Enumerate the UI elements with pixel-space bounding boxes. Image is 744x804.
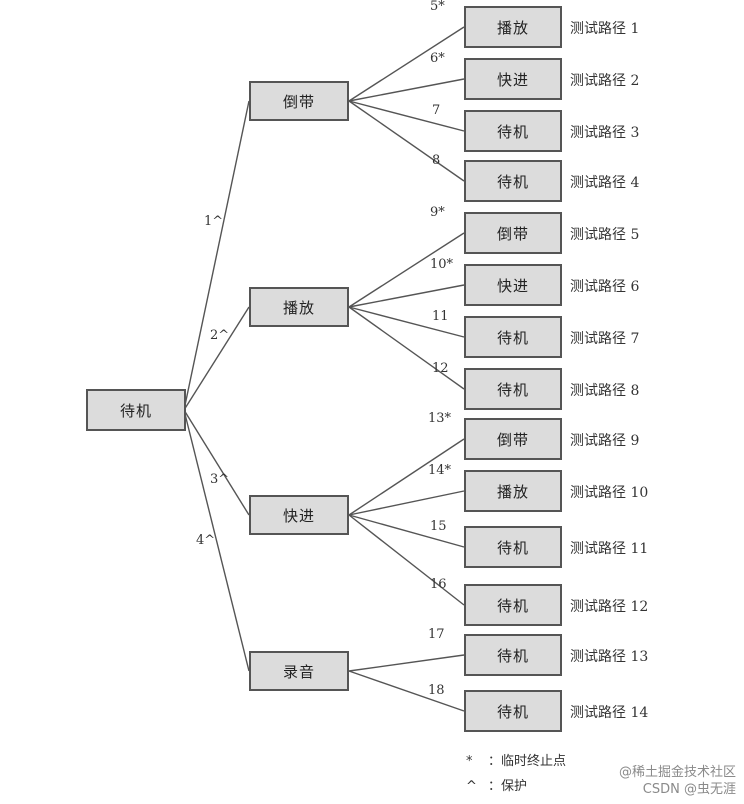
edge-rewind-1	[348, 78, 465, 102]
edge-ff-3	[348, 514, 465, 606]
test-path-label: 测试路径 11	[570, 541, 649, 557]
leaf-node: 倒带	[464, 212, 562, 254]
leaf-node: 待机	[464, 160, 562, 202]
edge-root-play	[183, 306, 250, 411]
edge-label-2: 2^	[210, 328, 230, 343]
test-path-label: 测试路径 2	[570, 73, 640, 89]
leaf-node: 播放	[464, 470, 562, 512]
edge-number-label: 11	[432, 309, 449, 324]
legend-text: ：保护	[488, 779, 528, 794]
test-path-label: 测试路径 8	[570, 383, 640, 399]
watermark: @稀土掘金技术社区 CSDN @虫无涯	[619, 764, 736, 798]
leaf-node: 倒带	[464, 418, 562, 460]
leaf-node: 快进	[464, 58, 562, 100]
test-path-label: 测试路径 6	[570, 279, 640, 295]
leaf-node: 待机	[464, 316, 562, 358]
edge-number-label: 6*	[430, 51, 445, 66]
test-path-label: 测试路径 5	[570, 227, 640, 243]
legend-text: ：临时终止点	[488, 754, 567, 769]
root-node: 待机	[86, 389, 186, 431]
legend-symbol: ^	[466, 779, 477, 794]
edge-number-label: 14*	[428, 463, 452, 478]
edge-root-ff	[183, 409, 250, 516]
leaf-node: 待机	[464, 634, 562, 676]
edge-number-label: 8	[432, 153, 441, 168]
edge-record-1	[348, 670, 465, 712]
node-rewind: 倒带	[249, 81, 349, 121]
node-record: 录音	[249, 651, 349, 691]
edge-number-label: 12	[432, 361, 449, 376]
node-play: 播放	[249, 287, 349, 327]
leaf-node: 待机	[464, 368, 562, 410]
edge-number-label: 9*	[430, 205, 445, 220]
edge-label-3: 3^	[210, 472, 230, 487]
legend-protection: ^ ：保护	[466, 775, 527, 794]
test-path-label: 测试路径 13	[570, 649, 649, 665]
edge-rewind-0	[348, 26, 465, 102]
test-path-label: 测试路径 4	[570, 175, 640, 191]
leaf-node: 待机	[464, 110, 562, 152]
edge-number-label: 15	[430, 519, 447, 534]
edge-record-0	[348, 654, 465, 672]
edge-root-record	[183, 409, 250, 672]
legend-temporary-stop: * ：临时终止点	[466, 750, 566, 769]
leaf-node: 待机	[464, 526, 562, 568]
node-ff: 快进	[249, 495, 349, 535]
edge-label-4: 4^	[196, 533, 216, 548]
watermark-line1: @稀土掘金技术社区	[618, 765, 736, 780]
test-path-label: 测试路径 12	[570, 599, 649, 615]
edge-play-1	[348, 284, 465, 308]
edge-number-label: 18	[428, 683, 445, 698]
watermark-line2: CSDN @虫无涯	[642, 782, 736, 797]
edge-number-label: 16	[430, 577, 447, 592]
edge-number-label: 7	[432, 103, 441, 118]
edge-ff-1	[348, 490, 465, 516]
edge-play-2	[348, 306, 465, 338]
edge-play-0	[348, 232, 465, 308]
leaf-node: 待机	[464, 584, 562, 626]
leaf-node: 待机	[464, 690, 562, 732]
edge-ff-0	[348, 438, 465, 516]
legend-symbol: *	[466, 754, 473, 769]
edge-play-3	[348, 306, 465, 390]
test-path-label: 测试路径 10	[570, 485, 649, 501]
test-path-label: 测试路径 7	[570, 331, 640, 347]
leaf-node: 快进	[464, 264, 562, 306]
edge-number-label: 10*	[430, 257, 454, 272]
test-path-label: 测试路径 14	[570, 705, 649, 721]
edge-number-label: 13*	[428, 411, 452, 426]
edge-root-rewind	[183, 100, 250, 411]
edge-rewind-2	[348, 100, 465, 132]
leaf-node: 播放	[464, 6, 562, 48]
test-path-label: 测试路径 1	[570, 21, 640, 37]
test-path-label: 测试路径 3	[570, 125, 640, 141]
edge-ff-2	[348, 514, 465, 548]
edge-number-label: 17	[428, 627, 445, 642]
edge-number-label: 5*	[430, 0, 445, 14]
edge-rewind-3	[348, 100, 465, 182]
test-path-label: 测试路径 9	[570, 433, 640, 449]
edge-label-1: 1^	[204, 214, 224, 229]
